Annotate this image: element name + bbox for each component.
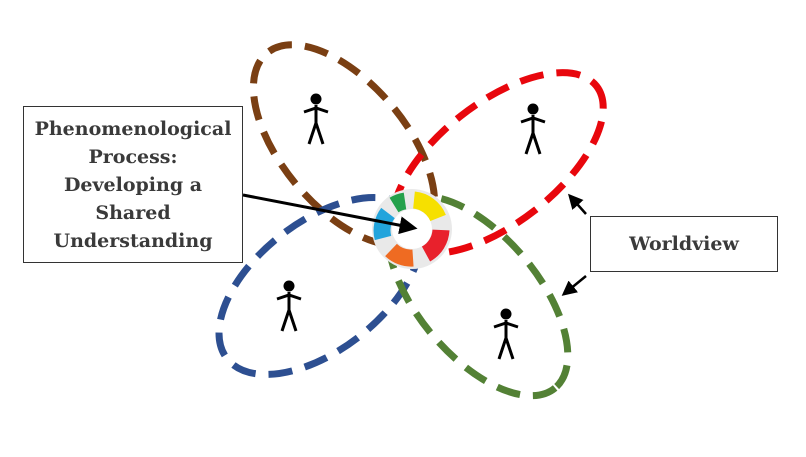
cycle-segment-red [421,228,450,262]
process-label-line: Shared [95,201,171,224]
process-label-line: Phenomenological [34,117,232,140]
cycle-segment-yellow [412,191,446,222]
ellipse-green-worldview [384,192,572,400]
green-dashed-ellipse [384,192,572,400]
person-icon-brown [303,93,329,145]
process-pointer-arrow [242,193,418,235]
cycle-segment-green [389,192,407,213]
cycle-segment-blue [373,207,396,241]
worldview-label-text: Worldview [629,233,739,255]
worldview-label-box: Worldview [590,216,778,272]
process-label-box: Phenomenological Process: Developing a S… [23,106,243,263]
process-label-line: Process: [88,145,178,168]
person-icon-green [493,308,519,360]
person-icon-red [520,103,546,155]
worldview-arrow-lower [561,275,587,296]
person-icon-blue [276,280,302,332]
process-label-line: Understanding [53,229,213,252]
process-label-line: Developing a [63,173,203,196]
cycle-segment-orange [385,243,414,267]
worldview-arrow-upper [568,193,587,215]
